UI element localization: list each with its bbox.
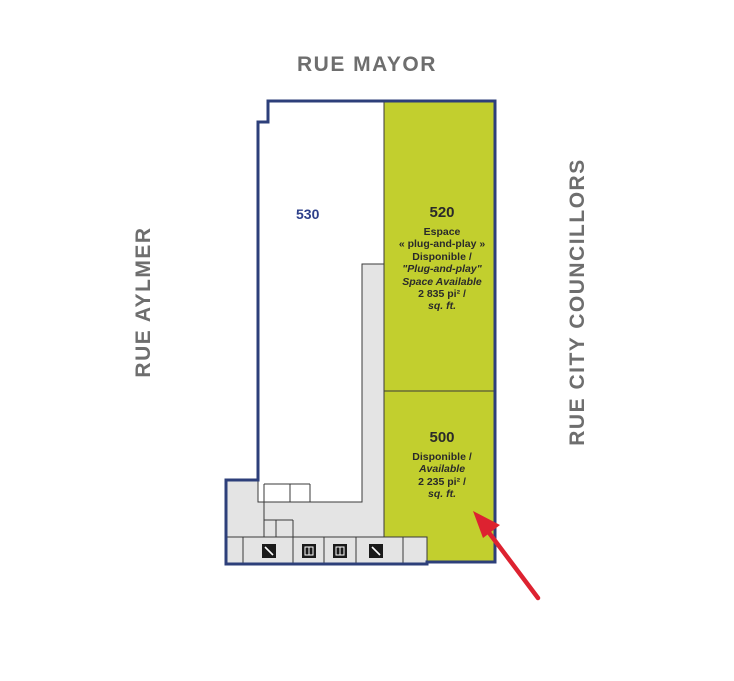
unit-520-label: 520 Espace « plug-and-play » Disponible … [388,203,496,313]
building-outline [224,99,497,566]
unit-500-line: sq. ft. [428,488,456,501]
stairs-icon [262,544,276,558]
unit-500-line: Available [418,463,466,476]
unit-520-line: "Plug-and-play" [402,263,482,276]
stairs-icon [369,544,383,558]
pointer-arrow [473,511,541,601]
unit-520-line: Disponible / [412,250,472,263]
unit-520-line: sq. ft. [428,300,456,313]
core-partitions [226,483,427,564]
unit-520-line: Space Available [402,275,482,288]
unit-500-area-text: 2 235 pi² / [418,475,466,488]
unit-520-number: 520 [429,204,455,221]
unit-500-label: 500 Disponible / Available 2 235 pi² / s… [388,428,496,501]
street-label-left: RUE AYLMER [132,226,155,378]
unit-520-line: Espace [423,226,461,238]
unit-500-number: 500 [429,429,455,446]
unit-520-line: « plug-and-play » [398,238,486,251]
street-label-top: RUE MAYOR [297,53,437,76]
unit-520-area[interactable] [383,100,496,392]
unit-530-number: 530 [296,206,320,222]
unit-500-line: Disponible / [412,451,472,463]
elevator-icon [302,544,316,558]
unit-530-area[interactable] [258,101,384,502]
unit-520-area-text: 2 835 pi² / [418,288,466,301]
elevator-icon [333,544,347,558]
street-label-right: RUE CITY COUNCILLORS [566,158,589,446]
